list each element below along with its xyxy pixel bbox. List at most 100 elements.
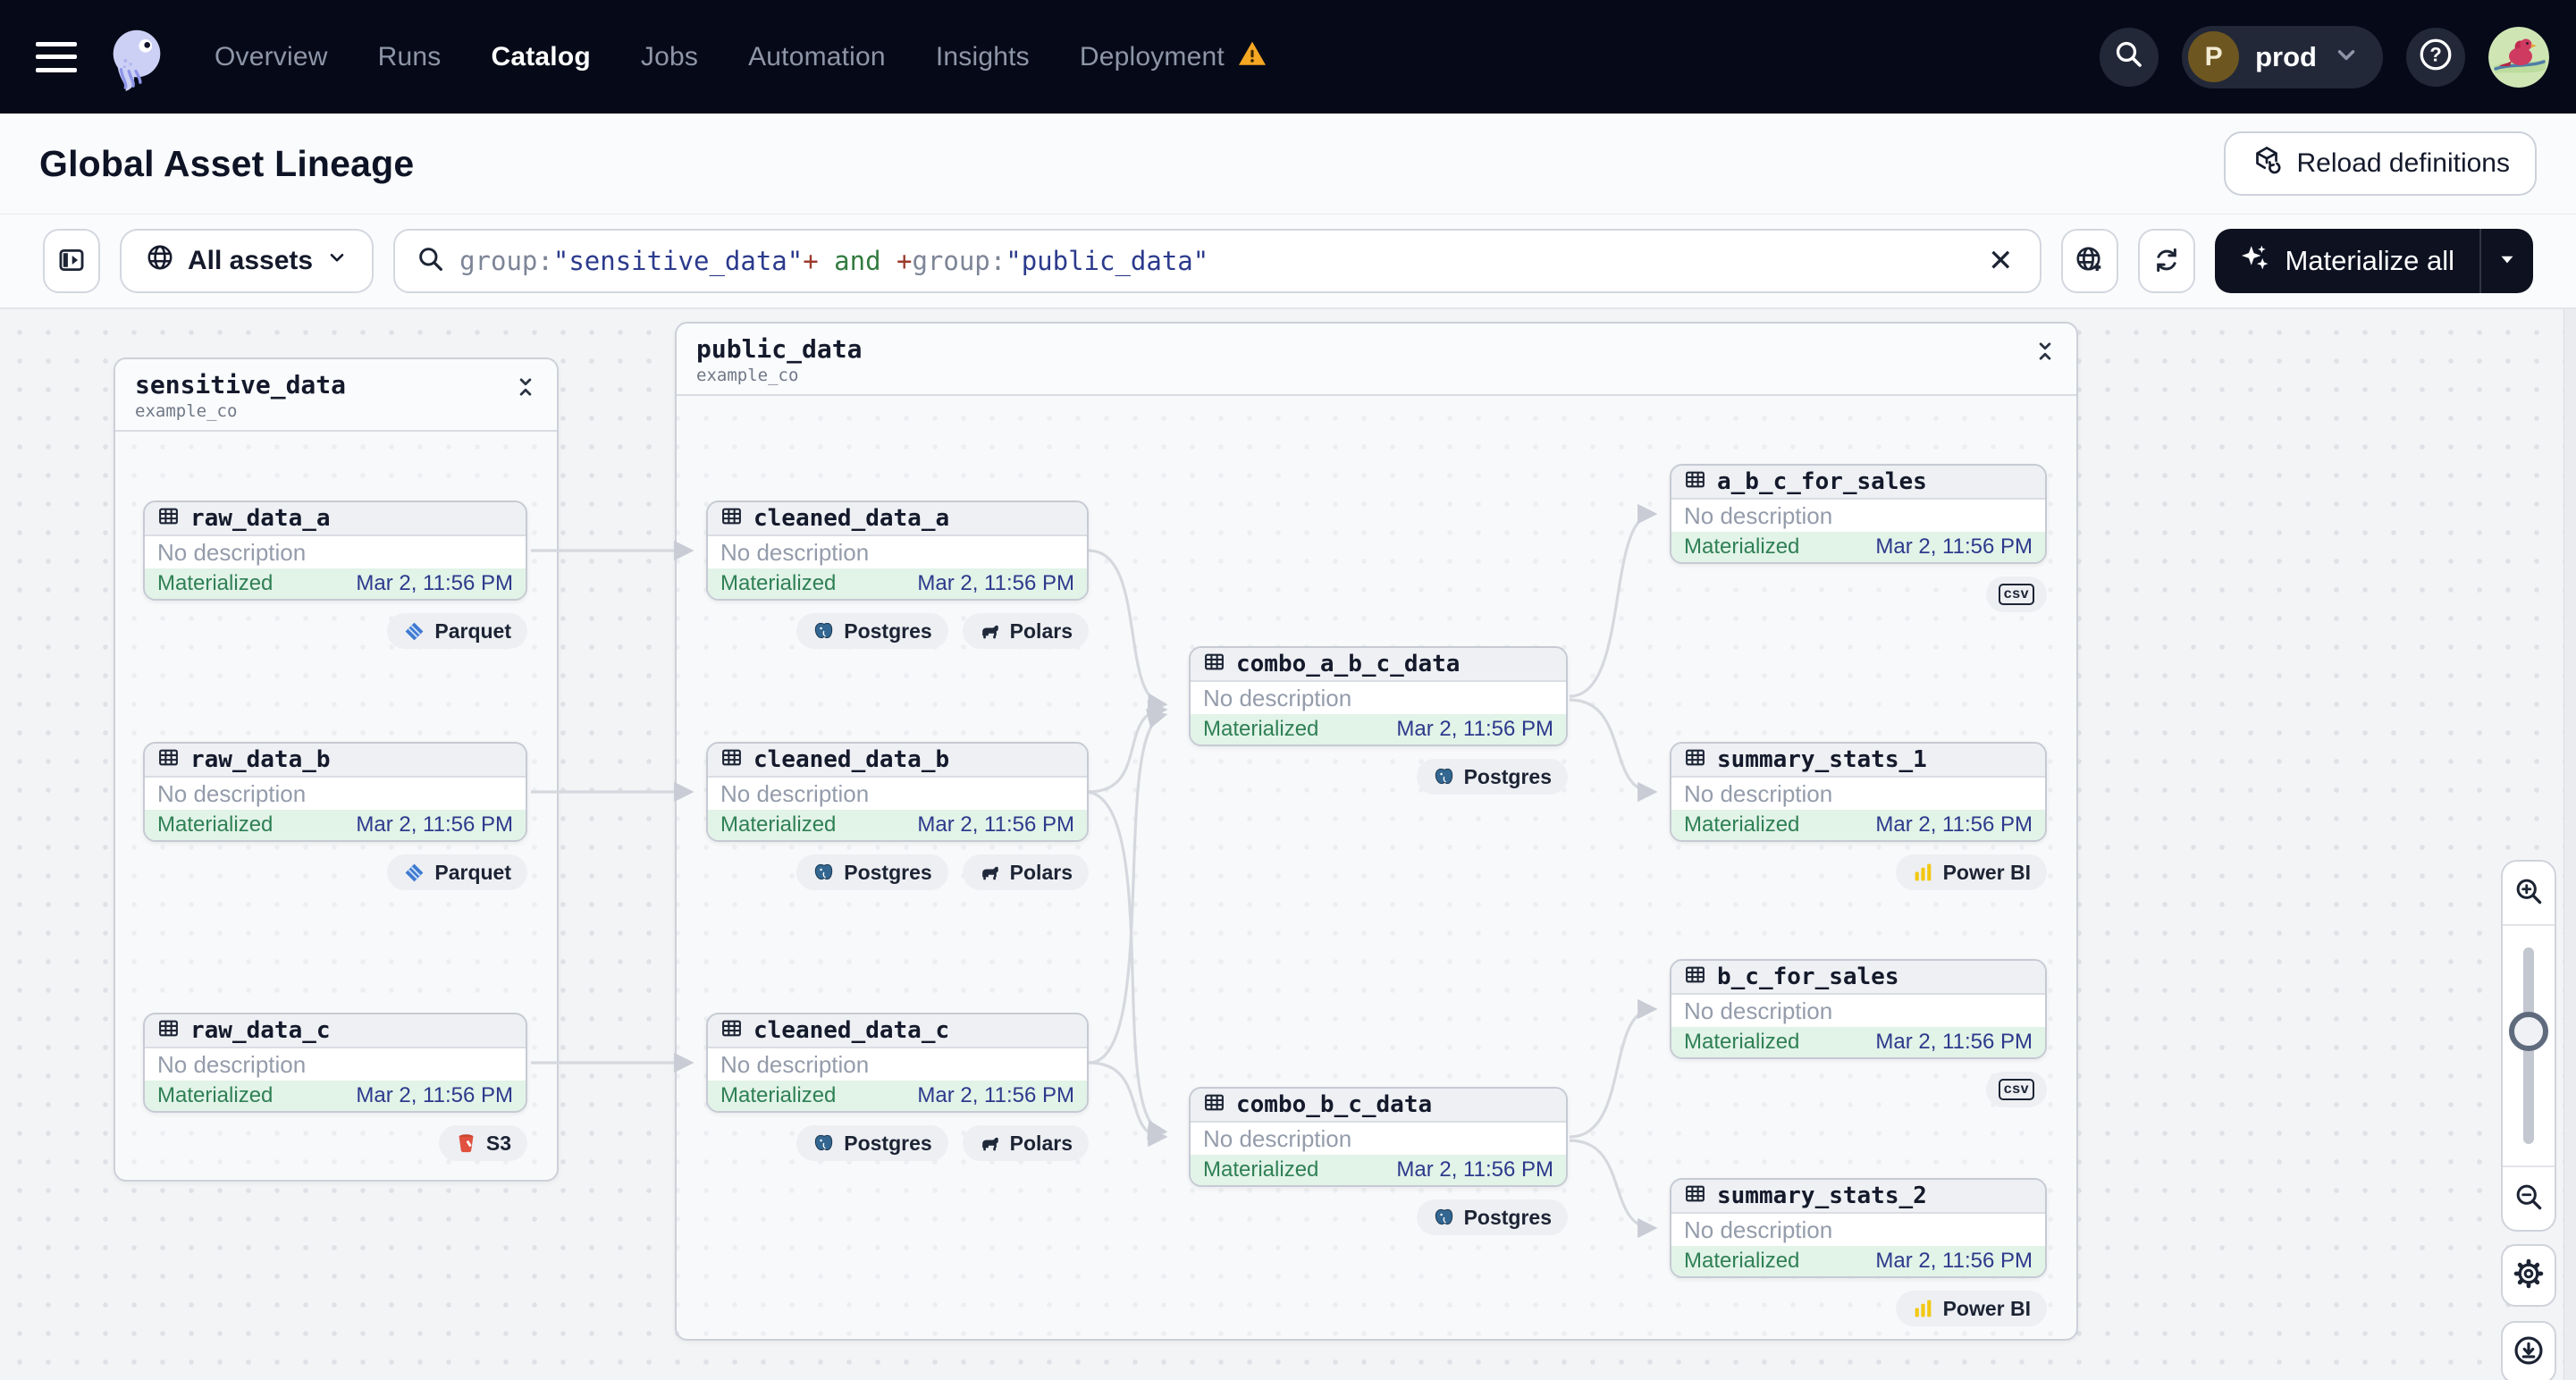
kind-badge-csv[interactable]: csv xyxy=(1985,576,2047,612)
table-icon xyxy=(1203,651,1225,677)
asset-status-bar: Materialized Mar 2, 11:56 PM xyxy=(708,810,1087,840)
asset-name: raw_data_b xyxy=(190,746,331,773)
download-graph-button[interactable] xyxy=(2501,1321,2556,1380)
nav-item-insights[interactable]: Insights xyxy=(936,42,1030,72)
asset-node-header: raw_data_b xyxy=(145,744,526,778)
zoom-slider[interactable] xyxy=(2503,924,2555,1167)
nav-item-catalog[interactable]: Catalog xyxy=(491,42,590,72)
group-header[interactable]: public_data example_co xyxy=(677,324,2076,396)
asset-kind-badges: Postgres xyxy=(1189,1199,1568,1235)
global-search-button[interactable] xyxy=(2100,27,2159,87)
user-avatar[interactable] xyxy=(2488,26,2549,88)
dagster-logo[interactable] xyxy=(102,22,172,92)
environment-label: prod xyxy=(2255,40,2317,72)
materialized-timestamp[interactable]: Mar 2, 11:56 PM xyxy=(917,812,1074,837)
materialized-timestamp[interactable]: Mar 2, 11:56 PM xyxy=(1875,812,2033,837)
top-navigation-bar: Overview Runs Catalog Jobs Automation Insight… xyxy=(0,0,2576,114)
materialized-timestamp[interactable]: Mar 2, 11:56 PM xyxy=(917,1083,1074,1107)
asset-selection-input[interactable]: group:"sensitive_data"+ and +group:"publ… xyxy=(393,229,2042,293)
asset-selection-query[interactable]: group:"sensitive_data"+ and +group:"publ… xyxy=(459,246,1968,276)
kind-badge-power-bi[interactable]: Power BI xyxy=(1895,854,2047,890)
kind-badge-polars[interactable]: Polars xyxy=(962,854,1089,890)
asset-node-summary_stats_1[interactable]: summary_stats_1 No description Materiali… xyxy=(1670,742,2047,842)
lineage-graph-canvas[interactable]: sensitive_data example_co public_data ex… xyxy=(0,309,2576,1380)
asset-status-bar: Materialized Mar 2, 11:56 PM xyxy=(1671,810,2045,840)
asset-node-combo_b_c_data[interactable]: combo_b_c_data No description Materializ… xyxy=(1189,1087,1568,1187)
asset-node-combo_a_b_c_data[interactable]: combo_a_b_c_data No description Material… xyxy=(1189,646,1568,746)
asset-name: cleaned_data_b xyxy=(753,746,950,773)
kind-badge-postgres[interactable]: Postgres xyxy=(796,854,948,890)
materialize-options-button[interactable] xyxy=(2481,229,2533,293)
materialized-timestamp[interactable]: Mar 2, 11:56 PM xyxy=(356,1083,513,1107)
reload-definitions-button[interactable]: Reload definitions xyxy=(2223,131,2537,196)
csv-icon: csv xyxy=(1998,584,2034,605)
asset-node-raw_data_c[interactable]: raw_data_c No description Materialized M… xyxy=(143,1013,527,1113)
kind-badge-parquet[interactable]: Parquet xyxy=(387,854,527,890)
asset-node-header: cleaned_data_b xyxy=(708,744,1087,778)
reload-cube-icon xyxy=(2251,144,2283,183)
kind-badge-label: Postgres xyxy=(844,618,932,643)
materialized-status: Materialized xyxy=(157,1083,274,1107)
kind-badge-polars[interactable]: Polars xyxy=(962,1125,1089,1161)
materialized-status: Materialized xyxy=(1684,1030,1800,1054)
materialize-all-button[interactable]: Materialize all xyxy=(2215,229,2479,293)
hamburger-menu-icon[interactable] xyxy=(36,41,77,72)
asset-node-cleaned_data_c[interactable]: cleaned_data_c No description Materializ… xyxy=(706,1013,1089,1113)
help-icon: ? xyxy=(2417,36,2454,78)
nav-item-overview[interactable]: Overview xyxy=(215,42,328,72)
help-button[interactable]: ? xyxy=(2406,27,2465,87)
asset-name: cleaned_data_a xyxy=(753,505,950,532)
kind-badge-polars[interactable]: Polars xyxy=(962,613,1089,649)
lineage-edges xyxy=(531,503,1658,1239)
clear-query-icon[interactable]: ✕ xyxy=(1987,244,2014,278)
collapse-group-icon[interactable] xyxy=(514,370,537,399)
asset-node-raw_data_a[interactable]: raw_data_a No description Materialized M… xyxy=(143,501,527,601)
kind-badge-power-bi[interactable]: Power BI xyxy=(1895,1291,2047,1326)
asset-node-cleaned_data_b[interactable]: cleaned_data_b No description Materializ… xyxy=(706,742,1089,842)
nav-item-automation[interactable]: Automation xyxy=(748,42,886,72)
kind-badge-s3[interactable]: S3 xyxy=(438,1125,527,1161)
nav-item-runs[interactable]: Runs xyxy=(378,42,442,72)
kind-badge-csv[interactable]: csv xyxy=(1985,1072,2047,1107)
group-subtitle: example_co xyxy=(135,401,238,421)
kind-badge-postgres[interactable]: Postgres xyxy=(796,613,948,649)
materialized-status: Materialized xyxy=(157,812,274,837)
zoom-out-button[interactable] xyxy=(2503,1167,2555,1230)
kind-badge-postgres[interactable]: Postgres xyxy=(1416,1199,1568,1235)
asset-node-a_b_c_for_sales[interactable]: a_b_c_for_sales No description Materiali… xyxy=(1670,464,2047,564)
view-full-graph-button[interactable] xyxy=(2061,229,2119,293)
refresh-button[interactable] xyxy=(2138,229,2196,293)
materialized-timestamp[interactable]: Mar 2, 11:56 PM xyxy=(356,812,513,837)
materialized-timestamp[interactable]: Mar 2, 11:56 PM xyxy=(1875,1249,2033,1273)
asset-node-cleaned_data_a[interactable]: cleaned_data_a No description Materializ… xyxy=(706,501,1089,601)
group-header-text: sensitive_data example_co xyxy=(135,370,346,421)
kind-badge-postgres[interactable]: Postgres xyxy=(796,1125,948,1161)
materialized-timestamp[interactable]: Mar 2, 11:56 PM xyxy=(1875,534,2033,559)
materialized-timestamp[interactable]: Mar 2, 11:56 PM xyxy=(917,571,1074,595)
materialized-timestamp[interactable]: Mar 2, 11:56 PM xyxy=(1875,1030,2033,1054)
materialized-status: Materialized xyxy=(157,571,274,595)
asset-description: No description xyxy=(157,779,307,807)
group-header[interactable]: sensitive_data example_co xyxy=(115,359,557,432)
asset-node-b_c_for_sales[interactable]: b_c_for_sales No description Materialize… xyxy=(1670,959,2047,1059)
environment-switcher[interactable]: P prod xyxy=(2182,25,2383,88)
asset-name: a_b_c_for_sales xyxy=(1717,468,1927,495)
toggle-sidebar-button[interactable] xyxy=(43,229,100,293)
kind-badge-parquet[interactable]: Parquet xyxy=(387,613,527,649)
materialized-timestamp[interactable]: Mar 2, 11:56 PM xyxy=(1396,717,1553,741)
materialized-timestamp[interactable]: Mar 2, 11:56 PM xyxy=(1396,1157,1553,1182)
nav-item-jobs[interactable]: Jobs xyxy=(641,42,698,72)
asset-scope-dropdown[interactable]: All assets xyxy=(120,229,375,293)
asset-node-summary_stats_2[interactable]: summary_stats_2 No description Materiali… xyxy=(1670,1178,2047,1278)
kind-badge-postgres[interactable]: Postgres xyxy=(1416,759,1568,795)
vertical-scrollbar[interactable] xyxy=(2563,309,2576,1380)
nav-item-deployment[interactable]: Deployment xyxy=(1080,38,1267,76)
asset-node-raw_data_b[interactable]: raw_data_b No description Materialized M… xyxy=(143,742,527,842)
powerbi-icon xyxy=(1912,862,1934,884)
materialize-all-split-button: Materialize all xyxy=(2215,229,2533,293)
zoom-slider-thumb[interactable] xyxy=(2509,1011,2548,1051)
graph-settings-button[interactable] xyxy=(2501,1244,2556,1307)
materialized-timestamp[interactable]: Mar 2, 11:56 PM xyxy=(356,571,513,595)
collapse-group-icon[interactable] xyxy=(2033,334,2057,363)
zoom-in-button[interactable] xyxy=(2503,862,2555,924)
